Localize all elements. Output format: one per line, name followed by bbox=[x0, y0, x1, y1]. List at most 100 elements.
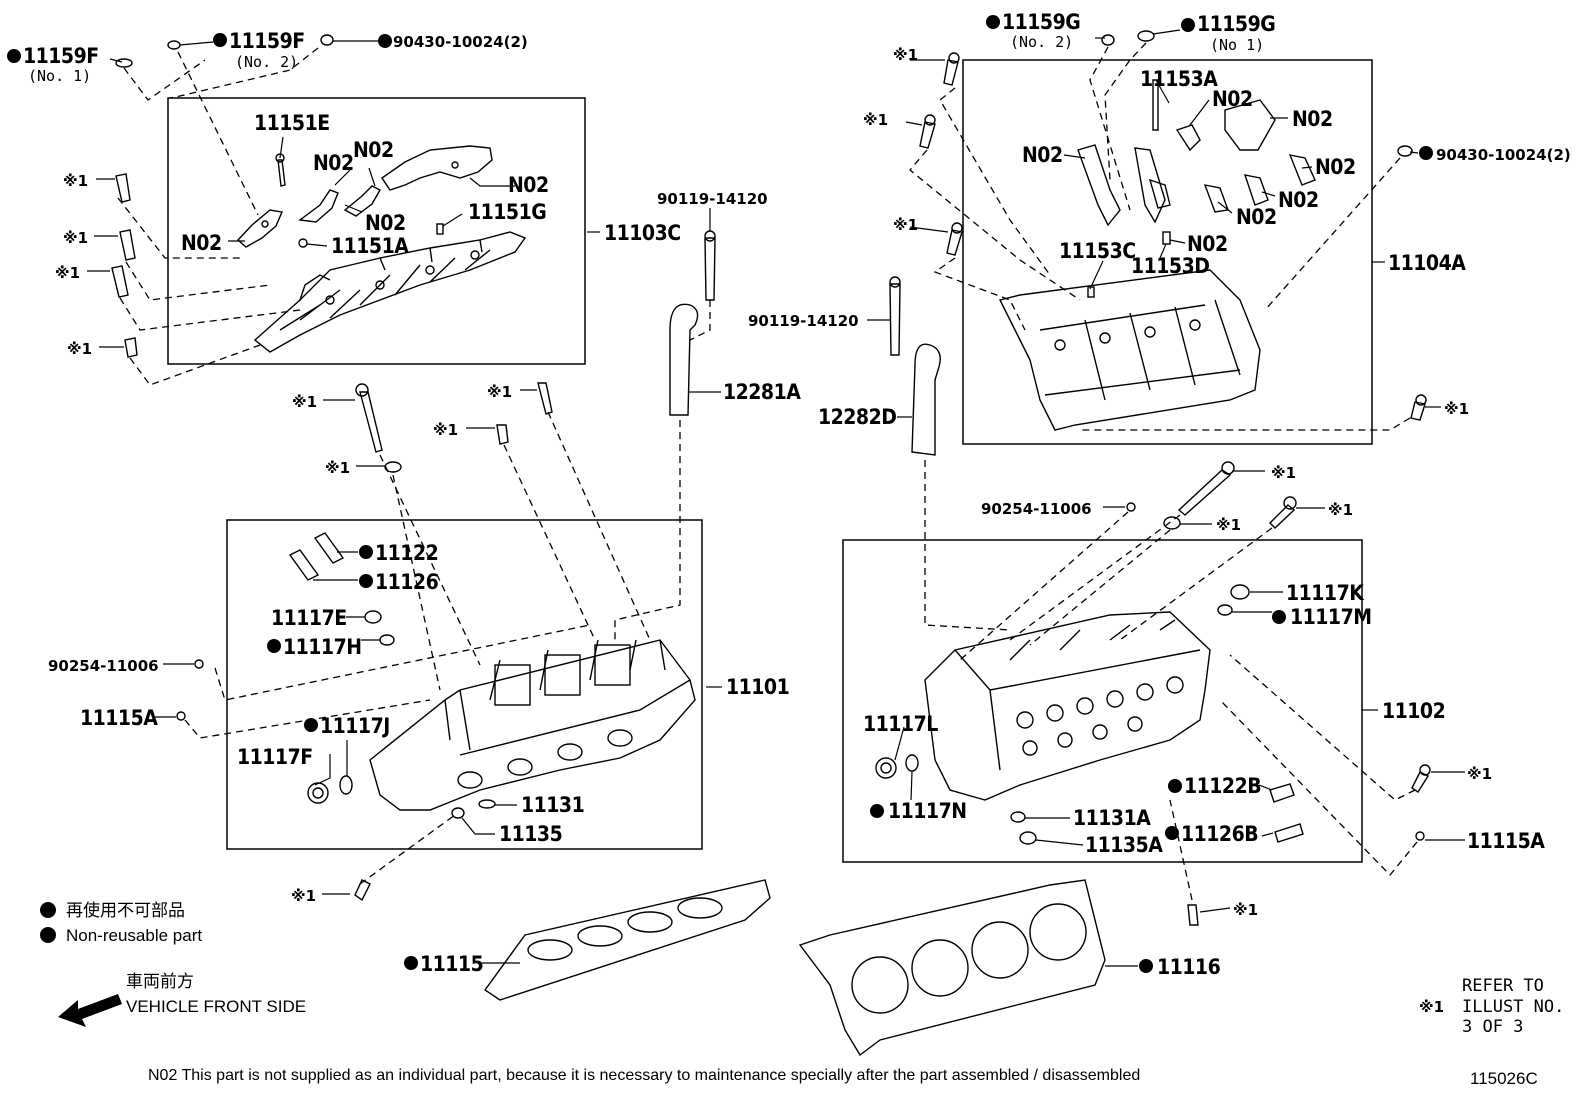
right-head-small-parts bbox=[875, 502, 1425, 845]
camshaft-housing-right-box bbox=[962, 59, 1373, 445]
label-11102: 11102 bbox=[1382, 699, 1445, 723]
front-en: VEHICLE FRONT SIDE bbox=[126, 997, 306, 1016]
label-11117N: 11117N bbox=[888, 799, 967, 823]
camshaft-housing-right bbox=[998, 79, 1316, 431]
bolt-90430-left bbox=[320, 34, 334, 46]
label-x1-d: ※1 bbox=[67, 340, 92, 358]
label-12282D: 12282D bbox=[818, 405, 896, 429]
label-11159G-no1-sub: (No 1) bbox=[1210, 36, 1264, 54]
right-head-bolts bbox=[1163, 461, 1431, 926]
label-11103C: 11103C bbox=[604, 221, 681, 245]
washer-11159G-no2 bbox=[1101, 34, 1115, 46]
label-x1-e: ※1 bbox=[292, 393, 317, 411]
leader-lines bbox=[87, 29, 1465, 967]
camshaft-housing-left-box bbox=[167, 97, 586, 365]
label-x1-i: ※1 bbox=[291, 887, 316, 905]
head-gasket-11115 bbox=[484, 879, 771, 1001]
right-housing-bolts bbox=[919, 52, 1427, 421]
label-11153A: 11153A bbox=[1140, 67, 1218, 91]
label-90119-right: 90119-14120 bbox=[748, 312, 859, 330]
refer-line3: 3 OF 3 bbox=[1462, 1017, 1523, 1037]
label-11117K: 11117K bbox=[1286, 581, 1365, 605]
label-11159G-no1: 11159G bbox=[1197, 12, 1275, 36]
washer-11159F-no1 bbox=[115, 58, 133, 68]
cylinder-head-left-box bbox=[226, 519, 703, 850]
label-x1-c: ※1 bbox=[55, 264, 80, 282]
label-x1-p: ※1 bbox=[1328, 501, 1353, 519]
label-N02-e: N02 bbox=[181, 231, 222, 255]
label-x1-k: ※1 bbox=[863, 111, 888, 129]
label-11117E: 11117E bbox=[271, 606, 347, 630]
illustration-id: 115026C bbox=[1470, 1069, 1538, 1088]
label-11122: 11122 bbox=[375, 541, 438, 565]
label-N02-d: N02 bbox=[365, 211, 406, 235]
label-x1-f: ※1 bbox=[325, 459, 350, 477]
cylinder-head-right bbox=[924, 611, 1211, 801]
stud-90119-left bbox=[704, 230, 716, 301]
refer-note: REFER TO ※1 ILLUST NO. 3 OF 3 bbox=[1419, 976, 1564, 1037]
vehicle-front-arrow-icon bbox=[58, 994, 122, 1027]
left-housing-bolts bbox=[111, 173, 138, 358]
label-11159F-no2-sub: (No. 2) bbox=[235, 53, 298, 71]
label-N02-i: N02 bbox=[1315, 155, 1356, 179]
label-11101: 11101 bbox=[726, 675, 789, 699]
non-reusable-markers bbox=[7, 15, 1433, 973]
legend: 再使用不可部品 Non-reusable part 車両前方 VEHICLE F… bbox=[66, 900, 306, 1016]
refer-mark: ※1 bbox=[1419, 998, 1444, 1016]
washer-11159G-no1 bbox=[1137, 30, 1155, 42]
label-x1-h: ※1 bbox=[433, 421, 458, 439]
label-11159F-no1: 11159F bbox=[23, 44, 99, 68]
label-x1-j: ※1 bbox=[893, 46, 918, 64]
label-x1-b: ※1 bbox=[63, 229, 88, 247]
label-x1-o: ※1 bbox=[1216, 516, 1241, 534]
label-90254-left: 90254-11006 bbox=[48, 657, 159, 675]
label-N02-l: N02 bbox=[1187, 232, 1228, 256]
label-11153D: 11153D bbox=[1131, 254, 1209, 278]
label-11153C: 11153C bbox=[1059, 239, 1136, 263]
left-head-small-parts bbox=[176, 532, 496, 819]
refer-line1: REFER TO bbox=[1462, 976, 1544, 996]
label-x1-g: ※1 bbox=[487, 383, 512, 401]
label-N02-f: N02 bbox=[1212, 87, 1253, 111]
label-N02-g: N02 bbox=[1292, 107, 1333, 131]
label-N02-a: N02 bbox=[313, 151, 354, 175]
label-11151E: 11151E bbox=[254, 111, 330, 135]
label-90430-right: 90430-10024(2) bbox=[1436, 146, 1571, 164]
label-11117J: 11117J bbox=[320, 714, 390, 738]
label-11117F: 11117F bbox=[237, 745, 313, 769]
labels: 11159F (No. 1) 11159F (No. 2) 90430-1002… bbox=[23, 10, 1571, 979]
label-11117L: 11117L bbox=[863, 712, 938, 736]
label-11131A: 11131A bbox=[1073, 806, 1151, 830]
front-jp: 車両前方 bbox=[126, 972, 194, 991]
label-x1-a: ※1 bbox=[63, 172, 88, 190]
label-11159F-no2: 11159F bbox=[229, 29, 305, 53]
label-11117H: 11117H bbox=[283, 635, 362, 659]
label-N02-b: N02 bbox=[353, 138, 394, 162]
label-11115A-left: 11115A bbox=[80, 706, 158, 730]
label-11159G-no2-sub: (No. 2) bbox=[1010, 33, 1073, 51]
label-x1-q: ※1 bbox=[1467, 765, 1492, 783]
label-11104A: 11104A bbox=[1388, 251, 1466, 275]
cylinder-head-left bbox=[369, 639, 696, 811]
label-11126: 11126 bbox=[375, 570, 439, 594]
label-90430-left: 90430-10024(2) bbox=[393, 33, 528, 51]
label-11151G: 11151G bbox=[468, 200, 546, 224]
washer-11159F-no2 bbox=[167, 40, 181, 50]
label-11159G-no2: 11159G bbox=[1002, 10, 1080, 34]
label-x1-m: ※1 bbox=[1444, 400, 1469, 418]
label-11116: 11116 bbox=[1157, 955, 1221, 979]
label-N02-c: N02 bbox=[508, 173, 549, 197]
label-11115A-right: 11115A bbox=[1467, 829, 1545, 853]
legend-en: Non-reusable part bbox=[66, 926, 202, 945]
bolt-90430-right bbox=[1397, 145, 1413, 157]
left-head-bolts bbox=[354, 382, 553, 902]
label-x1-n: ※1 bbox=[1271, 464, 1296, 482]
camshaft-housing-left bbox=[236, 145, 527, 353]
legend-jp: 再使用不可部品 bbox=[66, 900, 185, 920]
label-12281A: 12281A bbox=[723, 380, 801, 404]
label-11122B: 11122B bbox=[1184, 774, 1261, 798]
label-N02-k: N02 bbox=[1236, 205, 1277, 229]
label-90254-right: 90254-11006 bbox=[981, 500, 1092, 518]
engine-hanger-12281A bbox=[669, 303, 699, 416]
